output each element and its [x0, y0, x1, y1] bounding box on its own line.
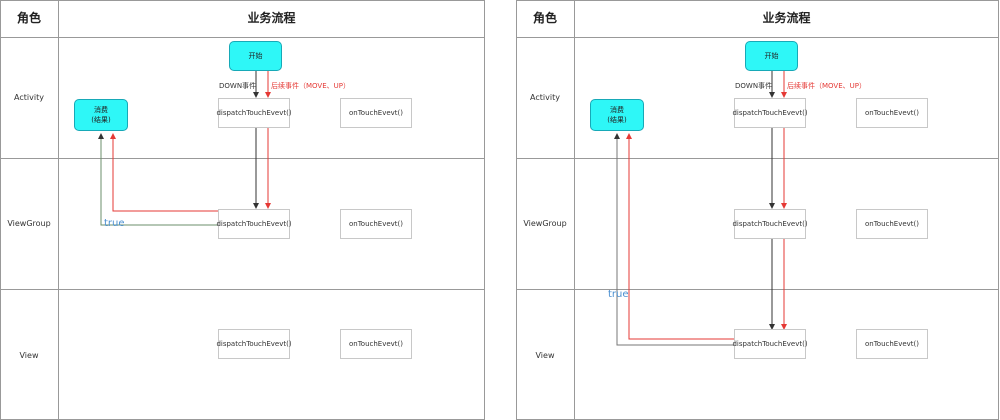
follow-event-label: 后续事件（MOVE、UP） — [271, 82, 350, 90]
view-dispatch-box: dispatchTouchEvevt() — [732, 329, 808, 359]
start-node: 开始 — [229, 41, 282, 71]
true-label: true — [104, 218, 125, 229]
view-dispatch-box: dispatchTouchEvevt() — [216, 329, 292, 359]
true-return-line — [614, 133, 734, 346]
header-flow: 业务流程 — [247, 11, 296, 25]
viewgroup-ontouch-box: onTouchEvevt() — [856, 209, 928, 239]
follow-return-line — [110, 133, 218, 212]
header-role: 角色 — [16, 11, 41, 25]
activity-ontouch-box: onTouchEvevt() — [340, 98, 412, 128]
flow-diagram-right: 角色 业务流程 Activity ViewGroup View 开始 消费 (结… — [516, 0, 1000, 420]
view-ontouch-box: onTouchEvevt() — [856, 329, 928, 359]
role-activity: Activity — [530, 93, 560, 102]
flow-diagram-left: 角色 业务流程 Activity ViewGroup View 开始 消费 (结… — [0, 0, 485, 420]
follow-event-label: 后续事件（MOVE、UP） — [787, 82, 866, 90]
view-ontouch-box: onTouchEvevt() — [340, 329, 412, 359]
consume-node: 消费 (结果) — [590, 99, 644, 131]
consume-sublabel: (结果) — [607, 116, 627, 124]
activity-dispatch-box: dispatchTouchEvevt() — [732, 98, 808, 128]
viewgroup-dispatch-box: dispatchTouchEvevt() — [732, 209, 808, 239]
role-viewgroup: ViewGroup — [7, 219, 51, 228]
activity-ontouch-box: onTouchEvevt() — [856, 98, 928, 128]
consume-sublabel: (结果) — [91, 116, 111, 124]
start-label: 开始 — [248, 52, 263, 60]
header-flow: 业务流程 — [762, 11, 811, 25]
start-node: 开始 — [745, 41, 798, 71]
start-label: 开始 — [764, 52, 779, 60]
role-viewgroup: ViewGroup — [523, 219, 567, 228]
down-event-label: DOWN事件 — [735, 82, 773, 90]
consume-label: 消费 — [610, 106, 624, 114]
consume-node: 消费 (结果) — [74, 99, 128, 131]
role-view: View — [535, 351, 555, 360]
down-event-label: DOWN事件 — [219, 82, 257, 90]
true-label: true — [608, 289, 629, 300]
true-return-line — [98, 133, 218, 226]
header-role: 角色 — [532, 11, 557, 25]
role-view: View — [19, 351, 39, 360]
follow-return-line — [626, 133, 734, 340]
role-activity: Activity — [14, 93, 44, 102]
viewgroup-dispatch-box: dispatchTouchEvevt() — [216, 209, 292, 239]
viewgroup-ontouch-box: onTouchEvevt() — [340, 209, 412, 239]
consume-label: 消费 — [94, 106, 108, 114]
activity-dispatch-box: dispatchTouchEvevt() — [216, 98, 292, 128]
